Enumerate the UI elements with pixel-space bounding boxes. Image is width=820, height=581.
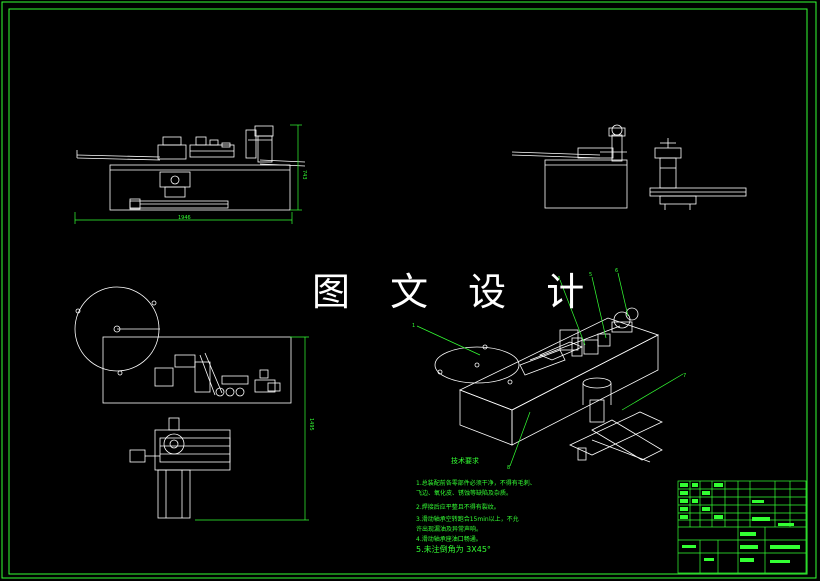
front-view xyxy=(76,125,306,211)
title-block xyxy=(677,480,807,574)
front-height-dim: 743 xyxy=(301,170,307,180)
watermark-text: 图 文 设 计 xyxy=(312,270,599,314)
front-dimensions xyxy=(74,124,302,224)
note-line-6: 4.滑动轴承座油口畅通。 xyxy=(416,536,482,543)
note-line-2: 飞边、氧化皮、锈蚀等缺陷及杂质。 xyxy=(416,490,513,497)
callout-5: 5 xyxy=(589,272,592,278)
inner-border xyxy=(8,8,808,575)
note-line-3: 2.焊接后应平整且不得有裂纹。 xyxy=(416,504,500,511)
notes-title: 技术要求 xyxy=(451,457,479,465)
top-height-dim: 1495 xyxy=(308,418,314,431)
side-view xyxy=(511,124,628,209)
note-line-4: 3.滑动轴承空转跑合15min以上，不允 xyxy=(416,516,519,523)
callout-leaders xyxy=(416,272,684,467)
front-width-dim: 1946 xyxy=(178,215,191,221)
end-view xyxy=(649,138,747,210)
title-block-fills xyxy=(680,483,800,563)
note-line-5: 许出现漏油及异常声响。 xyxy=(416,526,483,533)
top-view xyxy=(74,286,292,519)
callout-7: 7 xyxy=(683,373,686,379)
callout-4: 4 xyxy=(557,276,560,282)
callout-6: 6 xyxy=(615,268,618,274)
callout-8: 8 xyxy=(507,465,510,471)
isometric-view xyxy=(434,307,663,463)
callout-1: 1 xyxy=(412,323,415,329)
note-line-1: 1.总装配前各零部件必须干净，不得有毛刺、 xyxy=(416,480,536,487)
top-dimensions xyxy=(195,336,309,521)
note-line-7: 5.未注倒角为 3X45° xyxy=(416,545,491,554)
